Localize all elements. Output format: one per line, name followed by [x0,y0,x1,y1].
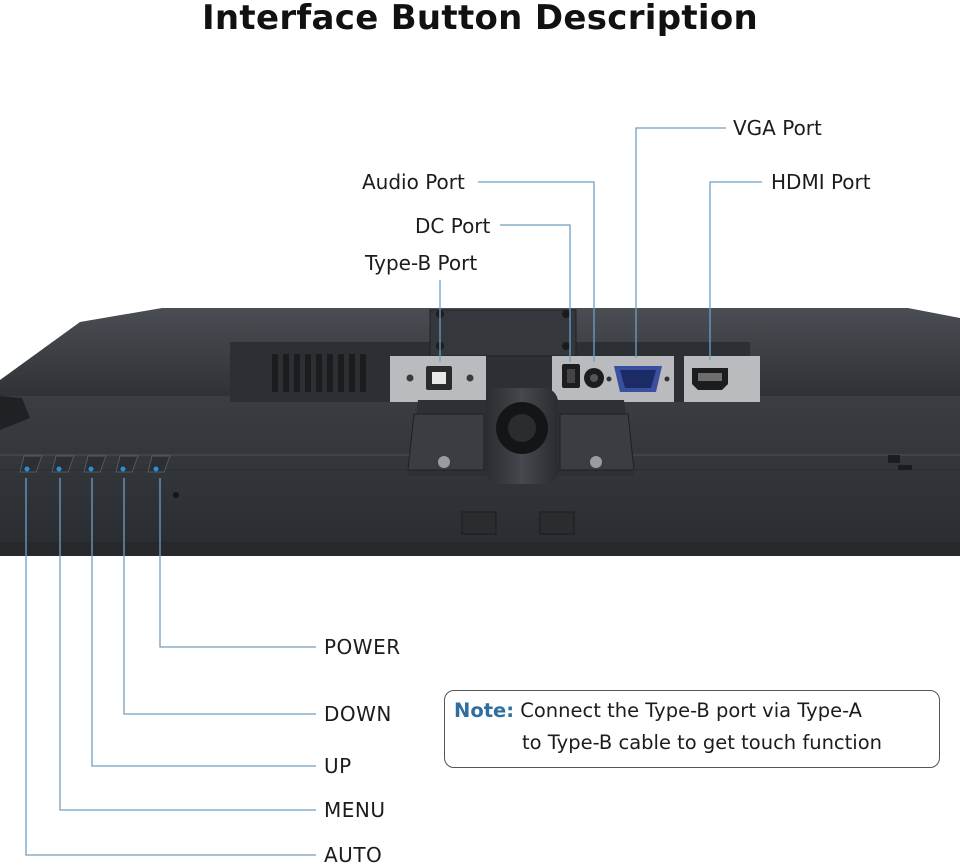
note-text-1: Connect the Type-B port via Type-A [520,699,863,722]
leader-vga [635,127,726,358]
type-b-port-label: Type-B Port [365,251,478,275]
monitor-stand [407,388,635,535]
leader-audio [478,181,595,362]
leader-menu [59,478,316,811]
down-button-label: DOWN [324,702,392,726]
note-text-2: to Type-B cable to get touch function [522,731,883,754]
vent-grille [272,354,366,392]
type-b-port [426,366,452,390]
hdmi-port [692,368,728,390]
leader-auto [25,478,316,856]
leader-hdmi [709,181,762,360]
hdmi-port-label: HDMI Port [771,170,871,194]
dc-port-label: DC Port [415,214,491,238]
leader-up [91,478,316,767]
leader-dc [500,224,571,362]
power-button-label: POWER [324,635,401,659]
up-button-label: UP [324,754,352,778]
screw-hole [406,374,414,382]
dc-port [562,364,580,388]
audio-port-label: Audio Port [362,170,465,194]
note-line-1: Note: Connect the Type-B port via Type-A [454,699,862,722]
vga-port [606,366,670,392]
control-buttons [19,455,912,498]
audio-port [584,368,604,388]
screw-hole [466,374,474,382]
leader-lines [25,127,762,856]
note-keyword: Note: [454,699,515,722]
page-title: Interface Button Description [201,0,759,38]
menu-button-label: MENU [324,798,386,822]
leader-down [123,478,316,715]
leader-power [159,478,316,648]
note-box: Note: Connect the Type-B port via Type-A… [444,690,940,768]
auto-button-label: AUTO [324,843,383,867]
vga-port-label: VGA Port [733,116,822,140]
